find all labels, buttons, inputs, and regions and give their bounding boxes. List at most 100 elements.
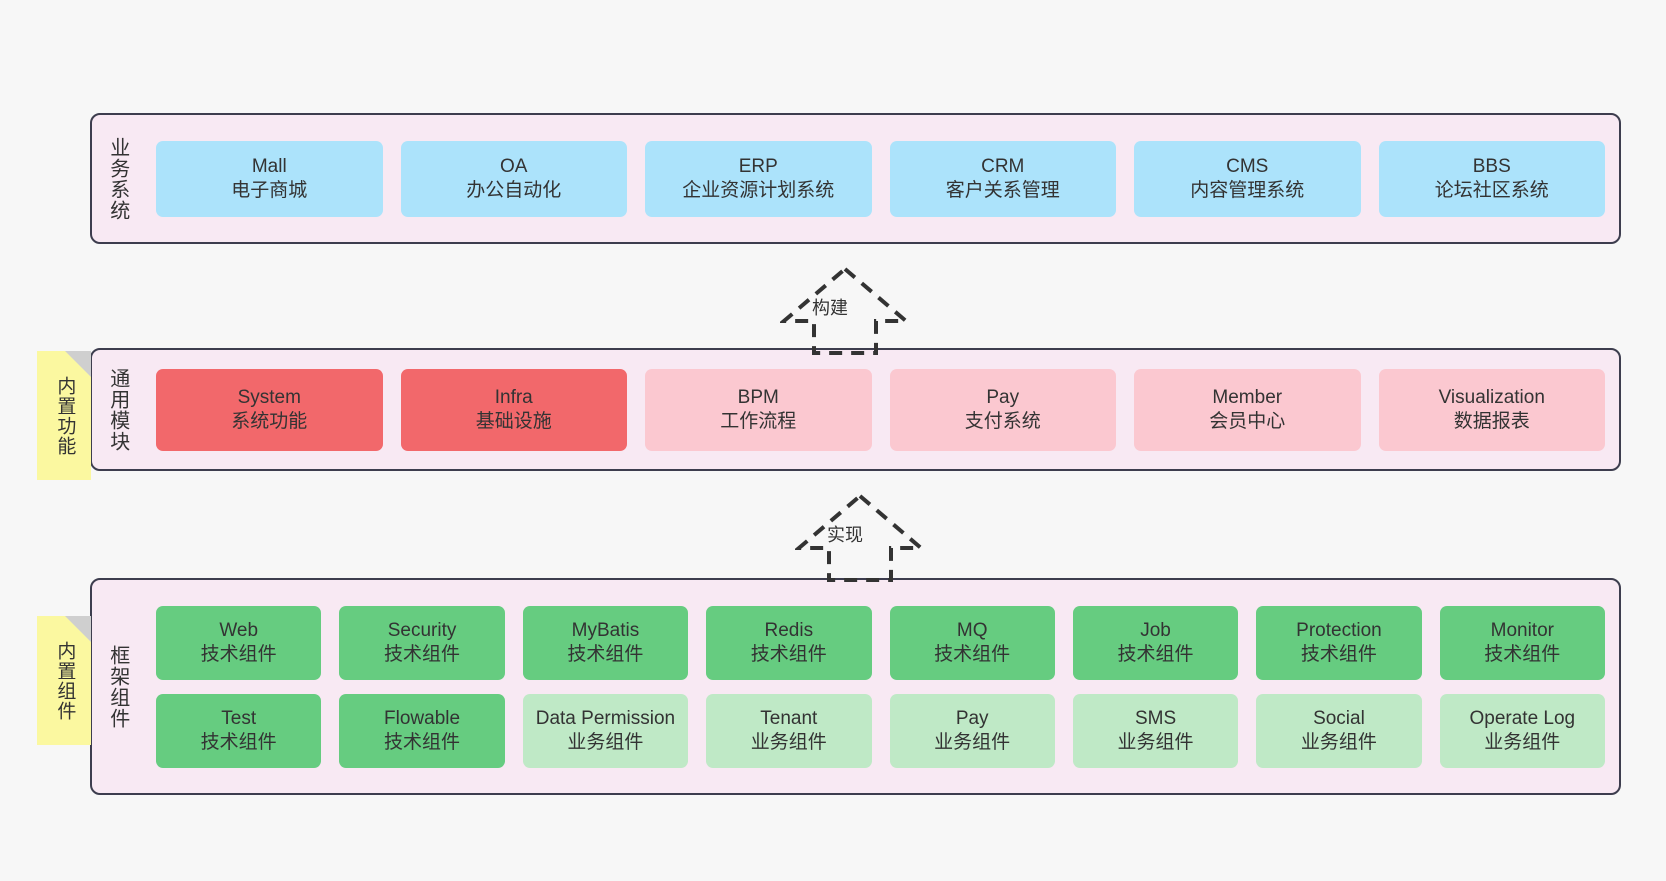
node-data-permission[interactable]: Data Permission 业务组件	[522, 693, 689, 768]
node-crm[interactable]: CRM 客户关系管理	[889, 140, 1116, 217]
node-visualization[interactable]: Visualization 数据报表	[1378, 368, 1605, 451]
node-subtitle: 办公自动化	[466, 179, 562, 201]
node-title: ERP	[738, 156, 778, 178]
layer-business-system: 业务系统 Mall 电子商城 OA 办公自动化 ERP 企业资源计划系统 CRM…	[90, 113, 1621, 244]
node-monitor[interactable]: Monitor 技术组件	[1439, 605, 1605, 680]
node-sms[interactable]: SMS 业务组件	[1072, 693, 1239, 768]
node-subtitle: 基础设施	[475, 410, 552, 432]
note-fold-corner-icon	[65, 351, 91, 377]
node-subtitle: 技术组件	[1484, 643, 1561, 665]
node-mybatis[interactable]: MyBatis 技术组件	[522, 605, 689, 680]
node-protection[interactable]: Protection 技术组件	[1256, 605, 1422, 680]
layer-title-business-system: 业务系统	[106, 136, 129, 221]
node-member[interactable]: Member 会员中心	[1134, 368, 1361, 451]
node-title: Security	[387, 620, 457, 642]
node-subtitle: 工作流程	[720, 410, 797, 432]
node-title: Protection	[1296, 620, 1382, 642]
node-mall[interactable]: Mall 电子商城	[156, 140, 383, 217]
node-title: Data Permission	[535, 708, 676, 730]
node-title: BPM	[737, 387, 779, 409]
node-tenant[interactable]: Tenant 业务组件	[706, 693, 872, 768]
node-bbs[interactable]: BBS 论坛社区系统	[1378, 140, 1605, 217]
node-title: Operate Log	[1469, 708, 1576, 730]
layer-title-common-module: 通用模块	[106, 367, 129, 452]
node-subtitle: 业务组件	[567, 731, 644, 753]
node-subtitle: 支付系统	[964, 410, 1041, 432]
node-erp[interactable]: ERP 企业资源计划系统	[645, 140, 872, 217]
node-subtitle: 业务组件	[1117, 731, 1194, 753]
node-title: Flowable	[384, 708, 461, 730]
node-title: Tenant	[760, 708, 818, 730]
node-title: Test	[221, 708, 257, 730]
node-title: Social	[1313, 708, 1365, 730]
framework-row-business: Test 技术组件 Flowable 技术组件 Data Permission …	[156, 693, 1605, 768]
connector-build-label: 构建	[812, 298, 848, 318]
node-social[interactable]: Social 业务组件	[1256, 693, 1422, 768]
layer-common-module: 通用模块 System 系统功能 Infra 基础设施 BPM 工作流程 Pay…	[90, 348, 1621, 471]
node-title: Visualization	[1438, 387, 1545, 409]
node-pay-component[interactable]: Pay 业务组件	[889, 693, 1055, 768]
node-subtitle: 电子商城	[231, 179, 308, 201]
node-redis[interactable]: Redis 技术组件	[706, 605, 872, 680]
node-web[interactable]: Web 技术组件	[156, 605, 322, 680]
node-flowable[interactable]: Flowable 技术组件	[339, 693, 505, 768]
node-subtitle: 系统功能	[231, 410, 308, 432]
note-fold-corner-icon	[65, 616, 91, 642]
node-bpm[interactable]: BPM 工作流程	[645, 368, 872, 451]
node-title: MQ	[956, 620, 988, 642]
node-title: SMS	[1134, 708, 1177, 730]
connector-implement-label: 实现	[827, 525, 863, 545]
note-builtin-component: 内置组件	[37, 616, 91, 745]
node-subtitle: 企业资源计划系统	[682, 179, 835, 201]
node-subtitle: 技术组件	[384, 643, 461, 665]
node-title: Web	[219, 620, 259, 642]
note-label: 内置组件	[54, 640, 76, 721]
layer-body-common-module: System 系统功能 Infra 基础设施 BPM 工作流程 Pay 支付系统…	[142, 350, 1619, 469]
node-title: Redis	[764, 620, 814, 642]
node-title: CRM	[981, 156, 1025, 178]
node-title: System	[237, 387, 301, 409]
node-subtitle: 业务组件	[750, 731, 827, 753]
node-subtitle: 技术组件	[750, 643, 827, 665]
node-infra[interactable]: Infra 基础设施	[400, 368, 627, 451]
node-title: MyBatis	[571, 620, 640, 642]
layer-body-framework-component: Web 技术组件 Security 技术组件 MyBatis 技术组件 Redi…	[142, 580, 1619, 793]
node-subtitle: 业务组件	[1484, 731, 1561, 753]
note-builtin-function: 内置功能	[37, 351, 91, 480]
node-mq[interactable]: MQ 技术组件	[889, 605, 1055, 680]
node-title: Infra	[494, 387, 533, 409]
node-pay-module[interactable]: Pay 支付系统	[889, 368, 1116, 451]
node-title: Pay	[986, 387, 1020, 409]
node-cms[interactable]: CMS 内容管理系统	[1134, 140, 1361, 217]
node-operate-log[interactable]: Operate Log 业务组件	[1439, 693, 1605, 768]
node-subtitle: 技术组件	[200, 731, 277, 753]
node-subtitle: 业务组件	[934, 731, 1011, 753]
node-subtitle: 技术组件	[1300, 643, 1377, 665]
node-title: BBS	[1472, 156, 1511, 178]
node-subtitle: 客户关系管理	[945, 179, 1060, 201]
layer-body-business-system: Mall 电子商城 OA 办公自动化 ERP 企业资源计划系统 CRM 客户关系…	[142, 115, 1619, 242]
node-subtitle: 会员中心	[1209, 410, 1286, 432]
node-test[interactable]: Test 技术组件	[156, 693, 322, 768]
node-subtitle: 技术组件	[200, 643, 277, 665]
node-subtitle: 技术组件	[934, 643, 1011, 665]
node-subtitle: 论坛社区系统	[1434, 179, 1549, 201]
node-title: Mall	[251, 156, 287, 178]
node-system[interactable]: System 系统功能	[156, 368, 383, 451]
node-title: Pay	[955, 708, 989, 730]
node-title: Monitor	[1490, 620, 1554, 642]
node-oa[interactable]: OA 办公自动化	[400, 140, 627, 217]
node-subtitle: 内容管理系统	[1190, 179, 1305, 201]
node-job[interactable]: Job 技术组件	[1072, 605, 1239, 680]
node-subtitle: 数据报表	[1453, 410, 1530, 432]
node-subtitle: 技术组件	[384, 731, 461, 753]
node-title: OA	[500, 156, 528, 178]
node-title: Job	[1140, 620, 1171, 642]
framework-row-tech: Web 技术组件 Security 技术组件 MyBatis 技术组件 Redi…	[156, 605, 1605, 680]
node-security[interactable]: Security 技术组件	[339, 605, 505, 680]
node-subtitle: 技术组件	[1117, 643, 1194, 665]
node-title: Member	[1212, 387, 1283, 409]
node-subtitle: 技术组件	[567, 643, 644, 665]
layer-title-framework-component: 框架组件	[106, 644, 129, 729]
